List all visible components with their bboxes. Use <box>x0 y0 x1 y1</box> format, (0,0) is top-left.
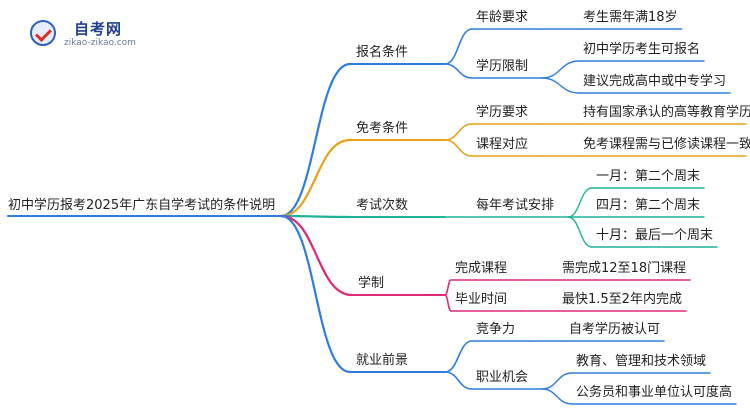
leaf-label: 公务员和事业单位认可度高 <box>576 385 733 400</box>
leaf-label: 初中学历考生可报名 <box>583 42 701 57</box>
child-label: 职业机会 <box>476 370 529 385</box>
child-label: 竞争力 <box>476 322 516 337</box>
branch-label: 就业前景 <box>356 353 409 368</box>
child-connector <box>444 28 473 65</box>
child-label: 学历要求 <box>476 105 529 120</box>
leaf-connector <box>567 187 593 218</box>
leaf-label: 自考学历被认可 <box>569 322 661 337</box>
leaf-label: 考生需年满18岁 <box>583 10 678 25</box>
child-connector <box>444 123 473 141</box>
branch-label: 学制 <box>358 276 385 291</box>
child-label: 每年考试安排 <box>476 198 555 213</box>
branch-connector <box>279 62 352 218</box>
logo-check-icon <box>30 20 56 46</box>
child-label: 课程对应 <box>476 137 529 152</box>
logo-url: zikao-zikao.com <box>64 38 136 48</box>
leaf-connector <box>541 388 573 405</box>
child-connector <box>444 139 473 157</box>
leaf-label: 建议完成高中或中专学习 <box>583 74 727 89</box>
branch-connector <box>279 138 352 218</box>
leaf-connector <box>567 216 593 248</box>
leaf-label: 最快1.5至2年内完成 <box>562 292 682 307</box>
root-topic: 初中学历报考2025年广东自学考试的条件说明 <box>8 198 276 213</box>
leaf-label: 教育、管理和技术领域 <box>576 354 707 369</box>
child-connector <box>444 371 473 390</box>
leaf-connector <box>541 60 580 79</box>
child-label: 学历限制 <box>476 59 529 74</box>
leaf-label: 需完成12至18门课程 <box>562 261 687 276</box>
logo-name: 自考网 <box>74 20 123 38</box>
leaf-connector <box>541 372 573 390</box>
leaf-connector <box>541 77 580 94</box>
child-connector <box>444 340 473 373</box>
child-label: 年龄要求 <box>476 10 529 25</box>
leaf-label: 免考课程需与已修读课程一致 <box>583 137 750 152</box>
child-label: 完成课程 <box>455 261 508 276</box>
leaf-label: 一月：第二个周末 <box>596 169 701 184</box>
child-label: 毕业时间 <box>455 292 508 307</box>
site-logo: 自考网 zikao-zikao.com <box>30 18 140 50</box>
child-connector <box>444 63 473 79</box>
leaf-label: 十月：最后一个周末 <box>596 228 714 243</box>
branch-connector <box>279 214 352 219</box>
branch-label: 免考条件 <box>356 121 409 136</box>
child-connector <box>444 294 452 312</box>
leaf-label: 持有国家承认的高等教育学历 <box>583 105 750 120</box>
branch-label: 考试次数 <box>356 198 409 213</box>
branch-connector <box>279 214 354 297</box>
child-connector <box>444 279 452 296</box>
branch-connector <box>279 214 352 374</box>
leaf-label: 四月：第二个周末 <box>596 198 701 213</box>
branch-label: 报名条件 <box>356 45 409 60</box>
